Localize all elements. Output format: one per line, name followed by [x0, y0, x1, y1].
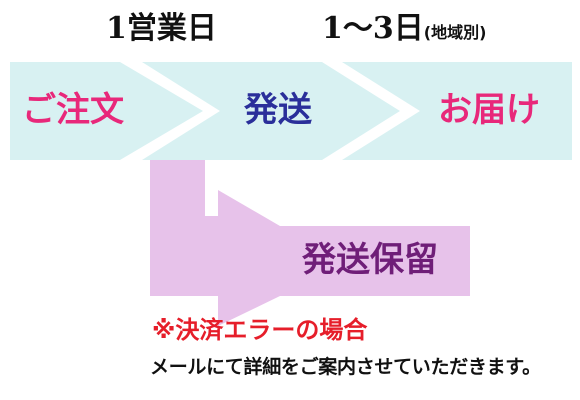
lead-time-second-days: 1〜3日 [322, 11, 424, 46]
lead-time-second: 1〜3日(地域別) [322, 14, 486, 44]
bent-arrow-icon [150, 160, 470, 326]
lead-time-first: 1営業日 [106, 11, 217, 46]
chevron-arrow-icon [142, 62, 400, 160]
payment-error-detail: メールにて詳細をご案内させていただきます。 [150, 356, 541, 378]
chevron-arrow-icon [342, 62, 572, 160]
chevron-arrow-icon [10, 62, 203, 160]
payment-error-heading: ※決済エラーの場合 [152, 316, 368, 344]
lead-time-second-region-note: (地域別) [423, 23, 487, 42]
step-deliver: お届け [438, 90, 540, 130]
step-order: ご注文 [22, 90, 124, 130]
step-shipping-hold: 発送保留 [302, 240, 438, 280]
step-ship: 発送 [244, 90, 312, 130]
